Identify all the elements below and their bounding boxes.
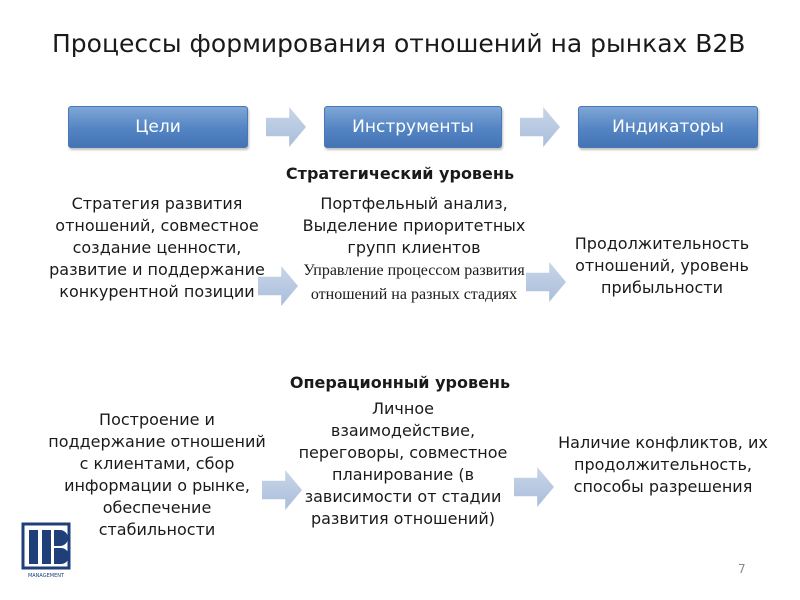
operational-level-label: Операционный уровень bbox=[289, 373, 511, 392]
page-number: 7 bbox=[738, 562, 746, 576]
strategic-level-label: Стратегический уровень bbox=[285, 164, 515, 183]
operational-indicators-text: Наличие конфликтов, их продолжительность… bbox=[558, 433, 768, 496]
operational-tools-text: Личное взаимодействие, переговоры, совме… bbox=[298, 399, 508, 528]
logo-caption: MANAGEMENT bbox=[28, 573, 65, 579]
strategic-indicators-text: Продолжительность отношений, уровень при… bbox=[574, 234, 750, 297]
hse-logo-icon: MANAGEMENT bbox=[21, 522, 71, 579]
header-tools: Инструменты bbox=[324, 106, 502, 148]
slide-title: Процессы формирования отношений на рынка… bbox=[52, 29, 746, 58]
arrow-operational-tools-to-indicators bbox=[514, 467, 554, 507]
strategic-tools-main: Портфельный анализ, Выделение приоритетн… bbox=[302, 194, 526, 257]
strategic-tools-cell: Портфельный анализ, Выделение приоритетн… bbox=[292, 193, 536, 307]
header-goals: Цели bbox=[68, 106, 248, 148]
header-indicators: Индикаторы bbox=[578, 106, 758, 148]
arrow-operational-goals-to-tools bbox=[262, 470, 302, 510]
arrow-goals-to-tools bbox=[266, 107, 306, 147]
arrow-tools-to-indicators bbox=[520, 107, 560, 147]
operational-goals-text: Построение и поддержание отношений с кли… bbox=[48, 410, 266, 539]
strategic-goals-text: Стратегия развития отношений, совместное… bbox=[49, 194, 265, 301]
strategic-tools-serif: Управление процессом развития отношений … bbox=[303, 262, 525, 303]
